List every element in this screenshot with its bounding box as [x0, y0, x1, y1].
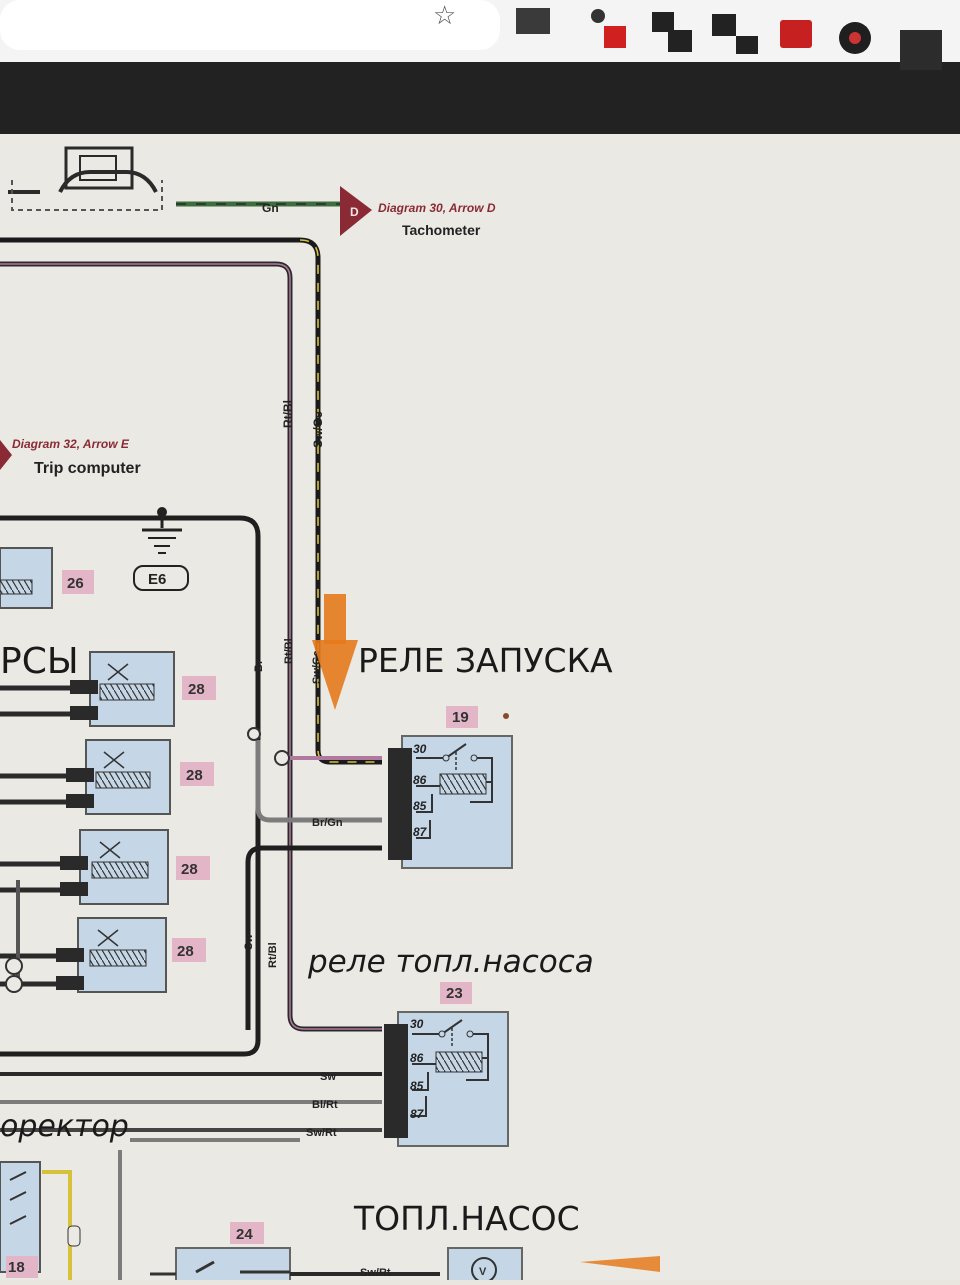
moon-icon[interactable] — [591, 9, 626, 48]
orange-arrow-bottom-icon — [580, 1256, 660, 1272]
relay-23-ref: 23 — [446, 985, 463, 1002]
arrow-d-reference: Diagram 30, Arrow D — [378, 201, 496, 215]
bag-icon[interactable] — [780, 20, 812, 48]
orange-arrow-shaft — [324, 594, 346, 644]
ref-number-28b: 28 — [186, 767, 203, 784]
ground-symbol — [142, 507, 182, 554]
ref-number-24: 24 — [236, 1226, 253, 1243]
star-icon[interactable]: ☆ — [433, 0, 456, 30]
trip-computer-label: Trip computer — [34, 460, 141, 477]
wire-label-swrt: Sw/Rt — [306, 1127, 337, 1139]
svg-text:V: V — [479, 1266, 487, 1278]
wire-label-sw: Sw — [320, 1071, 336, 1083]
extension-icons — [516, 8, 942, 70]
relay-23-pin-87: 87 — [410, 1107, 425, 1121]
annotation-start-relay: РЕЛЕ ЗАПУСКА — [358, 641, 613, 680]
relay-19-pin-87: 87 — [413, 825, 428, 839]
ref-number-28a: 28 — [188, 681, 205, 698]
arrow-e-connector — [0, 440, 12, 470]
splice-point — [274, 750, 290, 766]
puzzle-icon[interactable] — [516, 8, 550, 34]
relay-23 — [384, 1011, 509, 1147]
annotation-fuel-pump: ТОПЛ.НАСОС — [353, 1199, 580, 1238]
printer-icon[interactable] — [900, 30, 942, 70]
ref-number-28d: 28 — [177, 943, 194, 960]
ref-badge-28a — [182, 676, 216, 700]
wire-label-rtbl-middle: Rt/Bl — [283, 638, 295, 664]
ref-badge-28d — [172, 938, 206, 962]
arrow-d-letter: D — [350, 205, 359, 219]
relay-19-badge — [446, 706, 478, 728]
marker-dot — [503, 713, 509, 719]
copy-icon[interactable] — [652, 12, 692, 52]
bottom-relay-24 — [150, 1247, 440, 1285]
ref-badge-24 — [230, 1222, 264, 1244]
top-wire-label: Gn — [262, 201, 279, 215]
tachometer-label: Tachometer — [402, 222, 481, 238]
arrow-d-connector: D — [340, 186, 372, 236]
ref-badge-26 — [62, 570, 94, 594]
wire-label-brgn: Br/Gn — [312, 817, 343, 829]
relay-23-pin-86: 86 — [410, 1051, 424, 1065]
fuel-pump-symbol: V — [447, 1247, 523, 1285]
wire-label-blrt: Bl/Rt — [312, 1099, 338, 1111]
relay-19-ref: 19 — [452, 709, 469, 726]
browser-toolbar: ☆ — [0, 0, 960, 134]
annotation-injectors: РСЫ — [0, 641, 79, 682]
ground-label-box — [133, 565, 189, 591]
injector-row-1 — [0, 651, 175, 727]
bottom-left-switch-block — [0, 1161, 81, 1280]
wire-label-swge-upper: Sw/Ge — [311, 411, 325, 448]
wire-label-sw-vertical: Sw — [243, 934, 255, 950]
orange-arrow-icon — [312, 640, 358, 710]
page-dark-band — [0, 62, 960, 134]
injector-26 — [0, 547, 53, 609]
wire-label-br: Br — [253, 659, 265, 672]
injector-row-3 — [0, 829, 169, 905]
annotation-corrector: оректор — [0, 1109, 129, 1144]
main-wire-loops — [0, 237, 382, 1280]
relay-19-pin-86: 86 — [413, 773, 427, 787]
ref-number-18: 18 — [8, 1259, 25, 1276]
arrow-e-reference: Diagram 32, Arrow E — [12, 437, 130, 451]
annotation-fuel-pump-relay: реле топл.насоса — [307, 944, 594, 980]
relay-19-pin-30: 30 — [413, 742, 427, 756]
wire-label-rtbl-lower: Rt/Bl — [267, 942, 279, 968]
relay-19-pin-85: 85 — [413, 799, 427, 813]
relay-23-pin-30: 30 — [410, 1017, 424, 1031]
ref-number-28c: 28 — [181, 861, 198, 878]
address-bar[interactable] — [0, 0, 500, 50]
ref-number-26: 26 — [67, 575, 84, 592]
ref-badge-28c — [176, 856, 210, 880]
ref-badge-28b — [180, 762, 214, 786]
abc-icon[interactable] — [712, 14, 758, 54]
wire-label-swrt-bottom: Sw/Rt — [360, 1267, 391, 1279]
top-tachometer-branch — [8, 146, 340, 211]
connector-pin — [247, 727, 261, 741]
relay-19 — [388, 735, 513, 869]
injector-row-4 — [0, 880, 167, 993]
ground-label: E6 — [148, 571, 166, 588]
record-icon[interactable] — [839, 22, 871, 54]
wire-label-rtbl-upper: Rt/Bl — [281, 400, 295, 428]
relay-23-badge — [440, 982, 472, 1004]
relay-23-pin-85: 85 — [410, 1079, 424, 1093]
injector-row-2 — [0, 739, 171, 815]
